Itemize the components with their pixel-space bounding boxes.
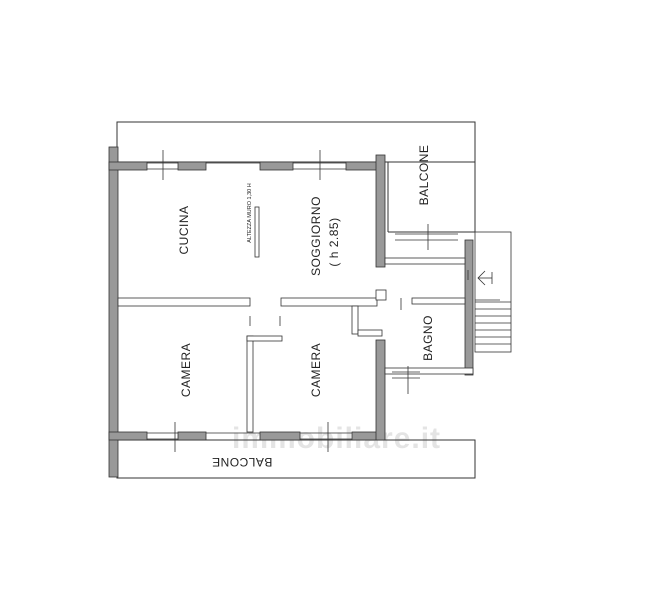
door-marks (249, 270, 469, 326)
room-label-soggiorno-height: ( h 2.85) (327, 217, 341, 266)
room-label-cucina: CUCINA (177, 205, 191, 254)
room-label-bagno: BAGNO (421, 315, 435, 361)
room-label-balcone-bottom: BALCONE (212, 455, 273, 469)
room-label-balcone-top: BALCONE (417, 145, 431, 206)
windows-right (392, 224, 458, 394)
room-label-camera-right: CAMERA (309, 343, 323, 397)
outer-walls (108, 146, 474, 478)
windows-top (147, 150, 346, 180)
interior-walls (117, 206, 474, 433)
windows-bottom (147, 422, 352, 452)
room-label-soggiorno: SOGGIORNO (309, 196, 323, 276)
room-label-camera-left: CAMERA (179, 343, 193, 397)
balcony-top (116, 121, 476, 233)
wall-height-note: ALTEZZA MURO 1,30 H (247, 183, 253, 243)
staircase (474, 231, 512, 353)
